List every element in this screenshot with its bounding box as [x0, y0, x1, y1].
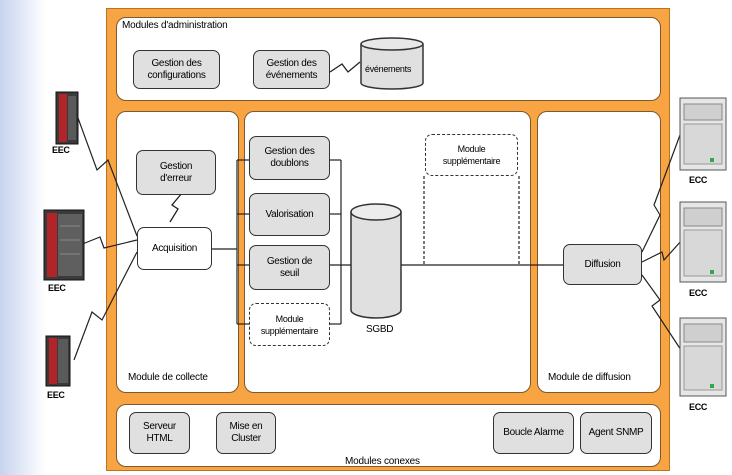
- ecc-server-1: [679, 97, 727, 171]
- gestion-configurations-box: Gestion des configurations: [133, 50, 220, 89]
- sgbd-label: SGBD: [366, 324, 394, 335]
- mise-en-cluster-box: Mise en Cluster: [216, 412, 276, 454]
- gestion-erreur-box: Gestion d'erreur: [136, 150, 216, 195]
- valorisation-box: Valorisation: [249, 193, 330, 236]
- module-supplementaire-left-box: Module supplémentaire: [249, 303, 330, 346]
- eec-label-2: EEC: [48, 283, 66, 293]
- admin-title: Modules d'administration: [122, 20, 228, 31]
- ecc-label-3: ECC: [689, 402, 708, 412]
- eec-server-3: [45, 335, 71, 387]
- eec-server-1: [55, 91, 79, 145]
- eec-label-3: EEC: [47, 390, 65, 400]
- acquisition-box: Acquisition: [137, 227, 212, 270]
- eec-label-1: EEC: [52, 145, 70, 155]
- evenements-label: événements: [365, 64, 412, 74]
- gestion-seuil-box: Gestion de seuil: [249, 245, 330, 290]
- diffusion-box: Diffusion: [563, 244, 642, 285]
- ecc-label-2: ECC: [689, 288, 708, 298]
- background-gradient: [0, 0, 46, 475]
- ecc-label-1: ECC: [689, 175, 708, 185]
- module-supplementaire-top-box: Module supplémentaire: [425, 134, 518, 176]
- serveur-html-box: Serveur HTML: [129, 412, 190, 454]
- collecte-title: Module de collecte: [128, 372, 208, 383]
- diffusion-title: Module de diffusion: [548, 372, 631, 383]
- ecc-server-3: [679, 317, 727, 397]
- eec-server-2: [43, 209, 85, 281]
- ecc-server-2: [679, 201, 727, 283]
- gestion-doublons-box: Gestion des doublons: [249, 136, 330, 180]
- conn-title: Modules conexes: [345, 456, 420, 467]
- gestion-evenements-box: Gestion des événements: [253, 50, 330, 89]
- agent-snmp-box: Agent SNMP: [580, 412, 652, 454]
- boucle-alarme-box: Boucle Alarme: [493, 412, 574, 454]
